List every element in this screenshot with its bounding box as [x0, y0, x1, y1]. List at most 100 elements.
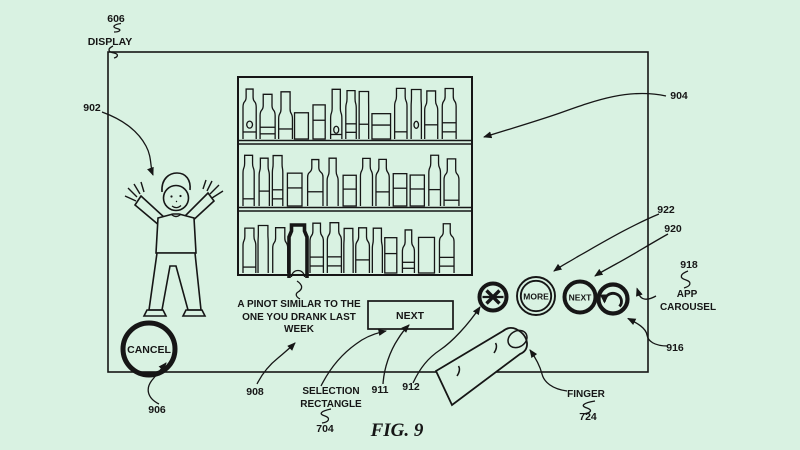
leader-arrow-app-carousel [636, 287, 657, 300]
leader-arrow-908 [256, 342, 296, 385]
bottle [329, 88, 343, 139]
bottle [326, 222, 343, 273]
bottle [257, 224, 269, 273]
app-carousel-label: APP [677, 289, 698, 300]
bottle [417, 236, 436, 274]
next-ref: 911 [372, 384, 389, 396]
leader-lines [101, 22, 691, 424]
next-button[interactable]: NEXT [367, 300, 454, 330]
shelf-frame [237, 76, 473, 276]
bottle [438, 223, 455, 273]
bottle [441, 87, 457, 139]
bottle [371, 113, 392, 140]
undo-button[interactable] [596, 282, 630, 316]
shelf-board [238, 206, 472, 212]
bottle [384, 237, 398, 274]
bottle [309, 222, 325, 273]
person-hair [161, 172, 191, 193]
display-outline [107, 51, 649, 373]
bottle-collection [242, 87, 460, 274]
selected-bottle-detail [290, 269, 306, 278]
cancel-button[interactable]: CANCEL [120, 320, 178, 378]
bottle [343, 227, 354, 273]
finger-outline [434, 326, 528, 407]
bottle [277, 91, 294, 139]
more-ref: 922 [657, 204, 675, 216]
finger-knuckle-mark [493, 342, 498, 354]
bottle [392, 173, 408, 207]
person-eye [170, 195, 173, 198]
bottle [258, 157, 271, 206]
selection-rectangle-label: SELECTION [302, 386, 359, 397]
wine-shelf [237, 76, 473, 278]
fingernail [507, 329, 528, 349]
app-carousel-ref: 918 [680, 259, 698, 271]
person-nose [175, 200, 178, 203]
finger-ref: 724 [579, 411, 597, 423]
undo-arrow-icon [599, 291, 623, 308]
person-ref: 902 [83, 102, 101, 114]
cancel-button-ring[interactable] [120, 320, 178, 378]
bottle [375, 158, 390, 206]
bottle [271, 154, 284, 206]
bottle [413, 120, 420, 129]
bottle [242, 88, 257, 139]
bottle [424, 90, 439, 139]
bottle [371, 227, 384, 273]
leader-arrow-906 [147, 362, 167, 405]
finger-illustration [434, 326, 528, 407]
dismiss-button[interactable] [477, 281, 509, 313]
bottle [358, 90, 370, 139]
leader-arrow-911 [382, 324, 410, 385]
person-collar [170, 213, 182, 218]
undo-button-ring[interactable] [596, 282, 630, 316]
carousel-next-label: NEXT [569, 293, 592, 303]
person-head [162, 184, 190, 212]
shelf-board [238, 139, 472, 145]
crossed-x-icon [482, 289, 504, 305]
person-pants [148, 252, 202, 311]
leader-arrow-922 [553, 213, 660, 272]
bottle [293, 112, 310, 140]
recommendation-text: A PINOT SIMILAR TO THE ONE YOU DRANK LAS… [237, 299, 361, 335]
dismiss-button-ring[interactable] [477, 281, 509, 313]
bottle [428, 154, 442, 206]
more-button-outer-ring[interactable] [516, 276, 556, 316]
bottle [242, 154, 255, 206]
bottle [409, 174, 426, 207]
bottle [242, 227, 257, 273]
reference-labels: 606 DISPLAY 902 904 922 920 918 APP CARO… [83, 13, 716, 441]
bottle [306, 158, 324, 206]
figure-caption: FIG. 9 [370, 420, 424, 441]
person-eye [179, 194, 182, 198]
carousel-next-button[interactable]: NEXT [562, 279, 598, 315]
bottle [345, 90, 357, 139]
person-shoe [142, 309, 168, 317]
leader-arrow-916 [627, 317, 669, 347]
bottle [333, 125, 340, 134]
bottle [286, 172, 303, 207]
bottle [326, 157, 339, 206]
bottle [259, 93, 276, 139]
more-button[interactable]: MORE [516, 276, 556, 316]
bottle [443, 158, 460, 206]
selection-rectangle[interactable] [367, 300, 454, 330]
person-hand-right [202, 179, 224, 199]
leader-squiggle-724 [582, 400, 596, 415]
dismiss-ref: 912 [402, 381, 420, 393]
selection-rectangle-label: RECTANGLE [300, 399, 362, 410]
leader-squiggle-display [108, 45, 119, 59]
leader-arrow-selection-rectangle [320, 329, 387, 387]
next-button-label: NEXT [396, 310, 425, 322]
person-mouth [171, 204, 182, 209]
carousel-next-ring[interactable] [562, 279, 598, 315]
selected-bottle[interactable] [287, 223, 309, 278]
recommendation-line: A PINOT SIMILAR TO THE [237, 299, 361, 310]
recommendation-line: ONE YOU DRANK LAST [242, 312, 356, 323]
leader-squiggle-918 [680, 270, 691, 289]
bottle [272, 227, 289, 273]
person-figure [124, 172, 224, 317]
finger-knuckle-mark [456, 365, 461, 377]
selection-rectangle-ref: 704 [316, 423, 334, 435]
